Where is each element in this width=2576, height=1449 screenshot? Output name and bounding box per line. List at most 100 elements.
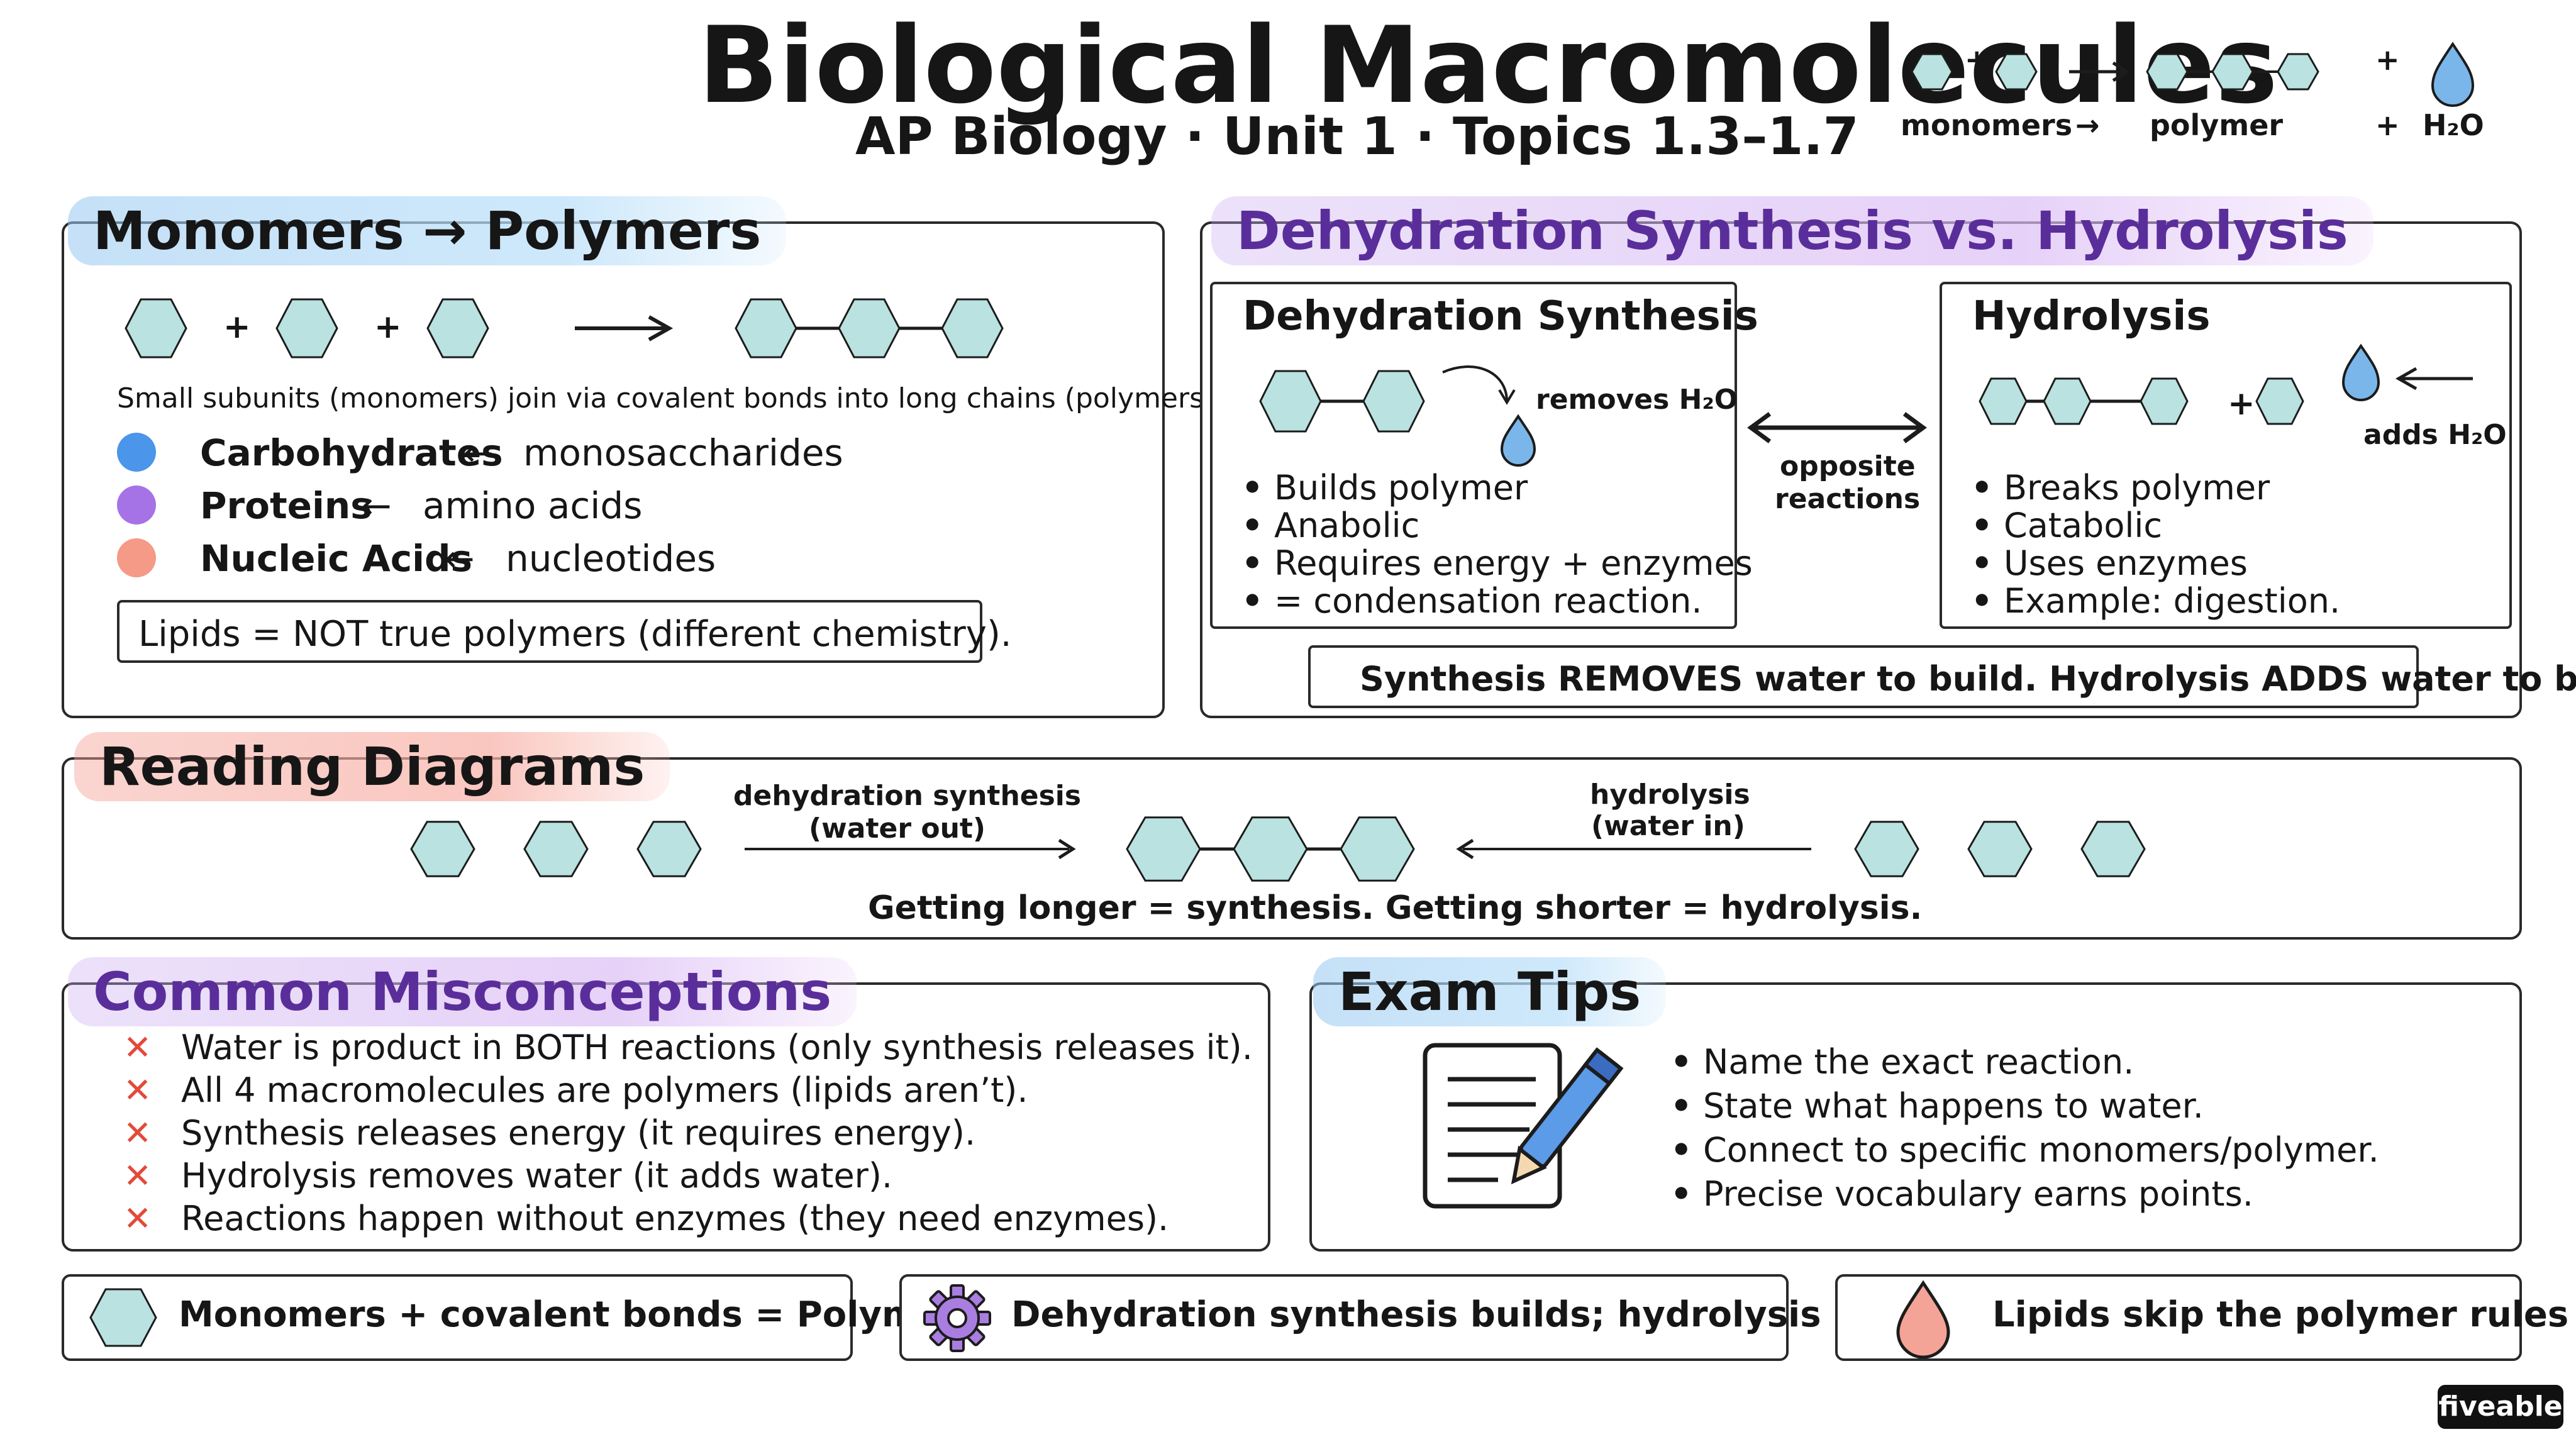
proteins-dot bbox=[117, 486, 156, 525]
synthesis-diagram bbox=[1259, 365, 1536, 467]
hexagon-icon bbox=[1126, 816, 1201, 882]
notepad-pencil-icon bbox=[1423, 1043, 1624, 1209]
monomers-description: Small subunits (monomers) join via coval… bbox=[117, 382, 1224, 414]
list-item: Name the exact reaction. bbox=[1670, 1040, 2379, 1084]
synthesis-bullets: Builds polymer Anabolic Requires energy … bbox=[1241, 469, 1753, 620]
double-arrow-icon bbox=[1747, 412, 1927, 443]
list-item: ✕ Reactions happen without enzymes (they … bbox=[123, 1197, 1253, 1240]
header-plus-2: + bbox=[2375, 43, 2400, 77]
monomers-polymers-heading: Monomers → Polymers bbox=[68, 196, 787, 265]
hexagon-icon bbox=[2146, 53, 2189, 91]
plus-sign: + bbox=[2228, 385, 2255, 423]
misconception-text: Reactions happen without enzymes (they n… bbox=[181, 1199, 1169, 1238]
carbohydrates-dot bbox=[117, 433, 156, 472]
hydrolysis-diagram bbox=[1979, 343, 2473, 425]
reading-diagrams-heading: Reading Diagrams bbox=[74, 732, 670, 801]
list-item: ✕Synthesis releases energy (it requires … bbox=[123, 1112, 1253, 1155]
exam-tips-list: Name the exact reaction. State what happ… bbox=[1670, 1040, 2379, 1216]
proteins-arrow: ← bbox=[361, 484, 392, 527]
lipid-drop-icon bbox=[1896, 1280, 1950, 1359]
header-plus-label: + bbox=[2375, 108, 2400, 142]
misconceptions-panel bbox=[62, 982, 1270, 1252]
hexagon-icon bbox=[410, 821, 475, 877]
header-arrow-label: → bbox=[2075, 108, 2100, 142]
list-item: ✕Water is product in BOTH reactions (onl… bbox=[123, 1026, 1253, 1069]
hexagon-icon bbox=[2277, 53, 2319, 91]
lipids-note: Lipids = NOT true polymers (different ch… bbox=[117, 600, 1012, 663]
opposite-label: opposite bbox=[1780, 450, 1916, 482]
hexagon-icon bbox=[1911, 53, 1953, 91]
list-item: Breaks polymer bbox=[1971, 469, 2340, 507]
reading-diagram bbox=[410, 816, 2146, 882]
proteins-monomer: amino acids bbox=[423, 484, 643, 527]
water-drop-icon bbox=[2341, 343, 2380, 401]
monomers-to-polymer-diagram bbox=[125, 298, 1004, 358]
misconceptions-list: ✕Water is product in BOTH reactions (onl… bbox=[123, 1026, 1253, 1240]
list-item: Catabolic bbox=[1971, 507, 2340, 545]
nucleic-acids-label: Nucleic Acids bbox=[200, 537, 473, 580]
hexagon-icon bbox=[2255, 377, 2304, 425]
list-item: ✕ All 4 macromolecules are polymers (lipi… bbox=[123, 1069, 1253, 1112]
hexagon-icon bbox=[125, 298, 187, 358]
water-out-label: (water out) bbox=[809, 813, 986, 845]
hexagon-icon bbox=[1362, 370, 1425, 433]
footer-card-reactions bbox=[899, 1274, 1789, 1361]
synthesis-title: Dehydration Synthesis bbox=[1243, 293, 1758, 340]
adds-water-label: adds H₂O bbox=[2363, 419, 2507, 451]
hexagon-icon bbox=[275, 298, 338, 358]
hexagon-icon bbox=[2211, 53, 2254, 91]
hexagon-icon bbox=[1967, 821, 2033, 877]
carbohydrates-arrow: ← bbox=[463, 431, 494, 474]
hexagon-icon bbox=[1259, 370, 1322, 433]
plus-sign: + bbox=[374, 308, 402, 346]
list-item: Requires energy + enzymes bbox=[1241, 545, 1753, 582]
hexagon-icon bbox=[89, 1288, 157, 1347]
plus-sign: + bbox=[223, 308, 251, 346]
x-mark-icon: ✕ bbox=[123, 1028, 152, 1067]
reaction-summary: Synthesis REMOVES water to build. Hydrol… bbox=[1308, 645, 2576, 708]
hexagon-icon bbox=[1340, 816, 1415, 882]
x-mark-icon: ✕ bbox=[123, 1199, 152, 1238]
footer-card-lipids bbox=[1835, 1274, 2522, 1361]
hexagon-icon bbox=[735, 298, 797, 358]
page-subtitle: AP Biology · Unit 1 · Topics 1.3–1.7 bbox=[855, 107, 1859, 167]
hexagon-icon bbox=[2140, 377, 2189, 425]
exam-tips-heading: Exam Tips bbox=[1313, 957, 1667, 1026]
nucleic-acids-monomer: nucleotides bbox=[506, 537, 716, 580]
misconceptions-heading: Common Misconceptions bbox=[68, 957, 857, 1026]
hydrolysis-label: hydrolysis bbox=[1590, 779, 1750, 811]
removes-water-label: removes H₂O bbox=[1536, 384, 1738, 416]
x-mark-icon: ✕ bbox=[123, 1070, 152, 1110]
header-monomers-label: monomers bbox=[1901, 108, 2073, 142]
header-plus: + bbox=[1965, 43, 1989, 77]
hexagon-icon bbox=[2043, 377, 2092, 425]
list-item: = condensation reaction. bbox=[1241, 582, 1753, 620]
hydrolysis-title: Hydrolysis bbox=[1972, 293, 2211, 340]
hexagon-icon bbox=[636, 821, 702, 877]
hexagon-icon bbox=[838, 298, 901, 358]
footer-text-reactions: Dehydration synthesis builds; hydrolysis… bbox=[1011, 1294, 1968, 1335]
dehydration-hydrolysis-heading: Dehydration Synthesis vs. Hydrolysis bbox=[1211, 196, 2373, 265]
list-item: Connect to specific monomers/polymer. bbox=[1670, 1128, 2379, 1172]
hexagon-icon bbox=[1995, 53, 2038, 91]
hexagon-icon bbox=[1233, 816, 1308, 882]
x-mark-icon: ✕ bbox=[123, 1156, 152, 1196]
reactions-label: reactions bbox=[1775, 483, 1921, 515]
list-item: ✕ Hydrolysis removes water (it adds water… bbox=[123, 1155, 1253, 1197]
water-in-label: (water in) bbox=[1591, 810, 1745, 842]
x-mark-icon: ✕ bbox=[123, 1113, 152, 1153]
hexagon-icon bbox=[2080, 821, 2146, 877]
brand-logo: fiveable bbox=[2438, 1385, 2563, 1429]
misconception-text: All 4 macromolecules are polymers (lipid… bbox=[181, 1070, 1028, 1110]
nucleic-acids-dot bbox=[117, 538, 156, 577]
hexagon-icon bbox=[426, 298, 489, 358]
water-drop-icon bbox=[1500, 414, 1536, 467]
header-reaction-diagram bbox=[1911, 42, 2475, 107]
proteins-label: Proteins bbox=[200, 484, 372, 527]
list-item: Precise vocabulary earns points. bbox=[1670, 1172, 2379, 1216]
header-water-label: H₂O bbox=[2423, 108, 2484, 142]
misconception-text: Hydrolysis removes water (it adds water)… bbox=[181, 1156, 893, 1196]
list-item: Anabolic bbox=[1241, 507, 1753, 545]
hexagon-icon bbox=[523, 821, 589, 877]
dehydration-synthesis-label: dehydration synthesis bbox=[733, 780, 1082, 812]
